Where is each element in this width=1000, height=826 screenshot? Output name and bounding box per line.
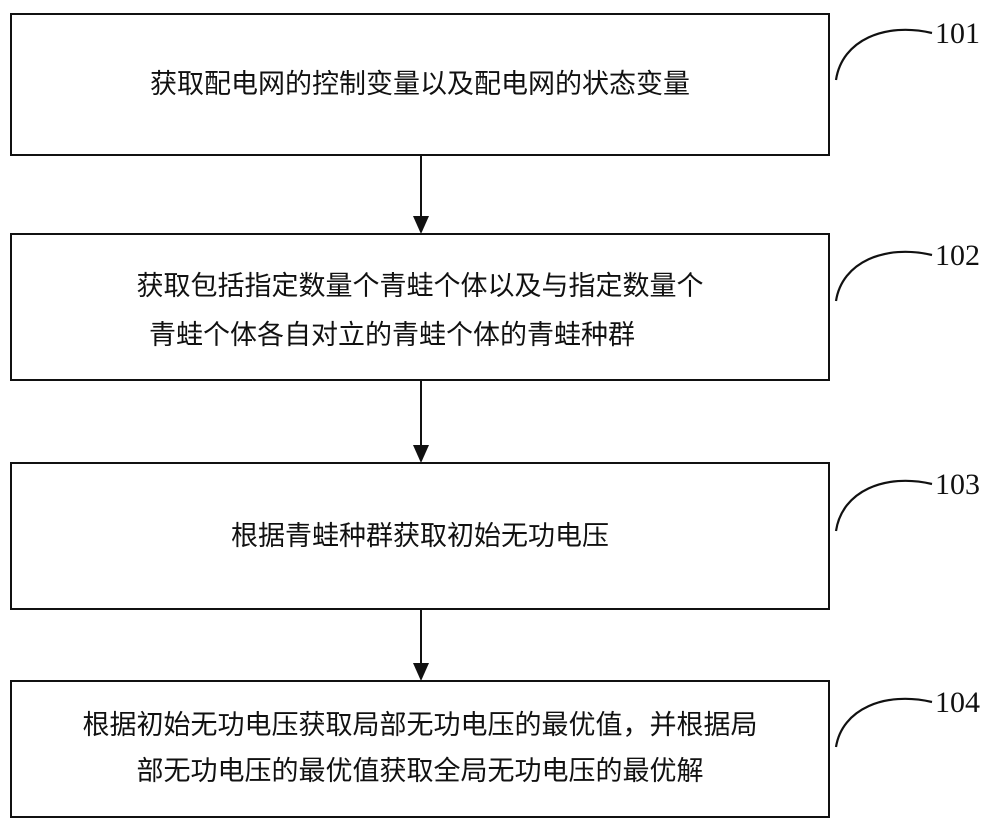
arrow-101-102 [413, 155, 429, 234]
arrow-103-104 [413, 609, 429, 681]
step-102-text-line1: 获取包括指定数量个青蛙个体以及与指定数量个 [137, 271, 704, 302]
step-102-box [10, 233, 830, 381]
step-102-text-line2: 青蛙个体各自对立的青蛙个体的青蛙种群 [149, 320, 635, 351]
step-101: 获取配电网的控制变量以及配电网的状态变量 101 [10, 13, 980, 156]
step-102: 获取包括指定数量个青蛙个体以及与指定数量个 青蛙个体各自对立的青蛙个体的青蛙种群… [10, 233, 980, 381]
step-103: 根据青蛙种群获取初始无功电压 103 [10, 462, 980, 610]
step-104-text-line2: 部无功电压的最优值获取全局无功电压的最优解 [137, 756, 704, 787]
step-102-leader [834, 250, 933, 302]
step-101-number: 101 [935, 17, 980, 50]
arrow-103-104-head [413, 663, 429, 681]
step-103-number: 103 [935, 468, 980, 501]
step-104-text-line1: 根据初始无功电压获取局部无功电压的最优值，并根据局 [83, 710, 758, 741]
arrow-102-103-head [413, 445, 429, 463]
step-101-leader [834, 28, 933, 81]
step-104-leader [834, 697, 933, 748]
arrow-102-103 [413, 380, 429, 463]
step-102-number: 102 [935, 239, 980, 272]
step-104-number: 104 [935, 686, 980, 719]
step-101-box [10, 13, 830, 156]
step-104-box [10, 680, 830, 818]
step-103-text: 根据青蛙种群获取初始无功电压 [231, 521, 609, 552]
step-101-text: 获取配电网的控制变量以及配电网的状态变量 [150, 69, 690, 100]
arrow-101-102-head [413, 216, 429, 234]
step-103-box [10, 462, 830, 610]
step-104: 根据初始无功电压获取局部无功电压的最优值，并根据局 部无功电压的最优值获取全局无… [10, 680, 980, 818]
step-103-leader [834, 479, 933, 532]
